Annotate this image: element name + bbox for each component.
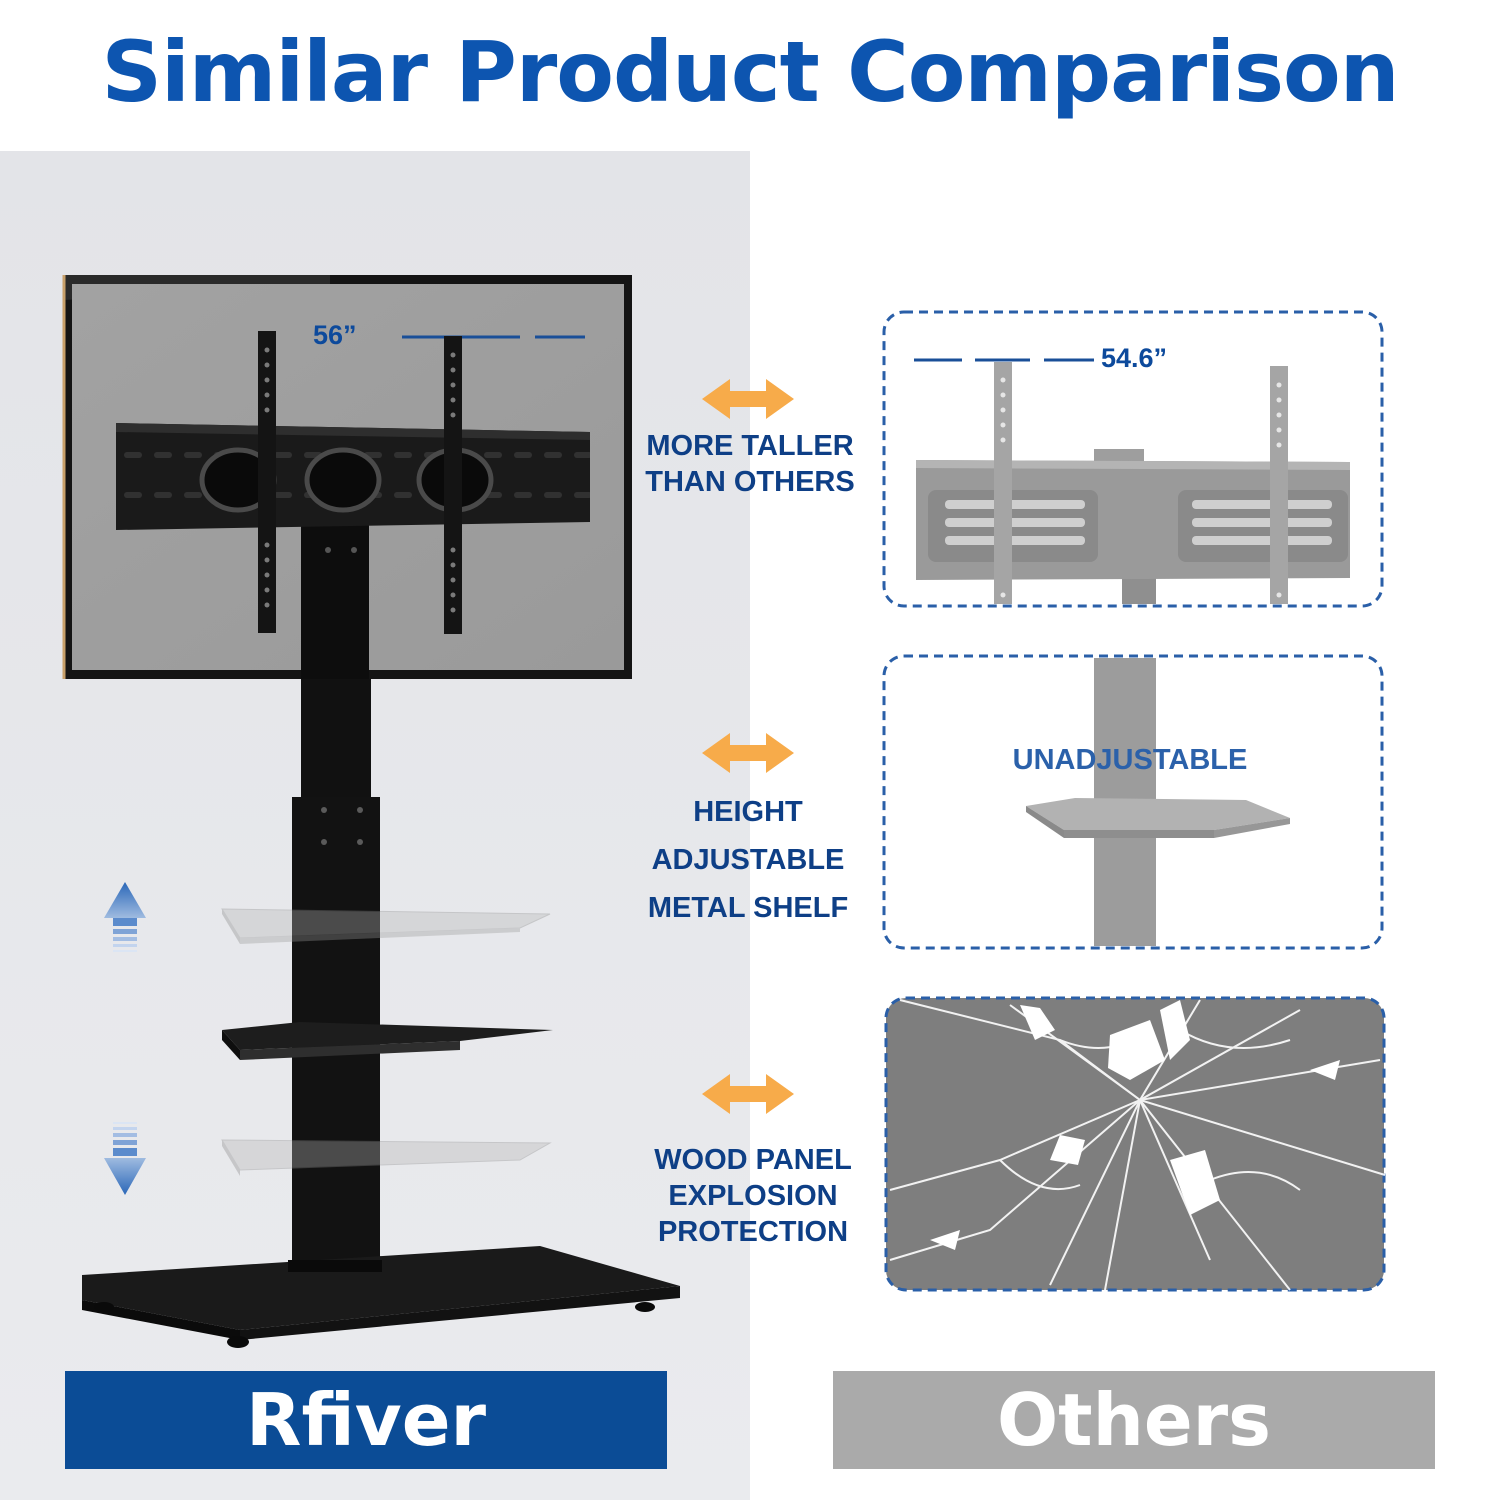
others-cracked-glass-box	[884, 996, 1386, 1292]
feature-explosion-protection: WOOD PANEL EXPLOSION PROTECTION	[623, 1142, 883, 1250]
feature-adjustable-line-2: ADJUSTABLE	[651, 844, 845, 876]
metal-shelf	[222, 1022, 553, 1060]
double-arrow-icon	[702, 733, 794, 773]
feature-adjustable-line-1: HEIGHT	[693, 796, 803, 828]
vertical-brackets	[258, 331, 462, 634]
rfiver-tv-stand	[62, 275, 680, 1348]
feature-protection-line-3: PROTECTION	[657, 1216, 849, 1248]
feature-protection-line-2: EXPLOSION	[668, 1180, 838, 1212]
down-arrow-icon	[104, 1122, 146, 1195]
stand-base	[82, 1246, 680, 1348]
feature-protection-line-1: WOOD PANEL	[654, 1144, 852, 1176]
page-title: Similar Product Comparison	[101, 23, 1400, 121]
ghost-shelf-upper	[221, 908, 551, 944]
tv-mount-plate	[116, 423, 590, 530]
feature-taller-line-1: MORE TALLER	[646, 430, 854, 462]
upper-column	[301, 520, 369, 680]
others-mount-box	[882, 310, 1384, 608]
ghost-shelf-lower	[221, 1139, 552, 1176]
feature-adjustable-shelf: HEIGHT ADJUSTABLE METAL SHELF	[618, 788, 878, 932]
dimension-label-others: 54.6”	[1101, 343, 1168, 373]
up-arrow-icon	[104, 882, 146, 952]
brand-bar-others: Others	[833, 1371, 1435, 1469]
others-shelf-box	[882, 654, 1384, 950]
brand-bar-rfiver: Rfiver	[65, 1371, 667, 1469]
unadjustable-label: UNADJUSTABLE	[1012, 744, 1248, 776]
feature-taller: MORE TALLER THAN OTHERS	[620, 428, 880, 500]
feature-adjustable-line-3: METAL SHELF	[647, 892, 849, 924]
column-top	[301, 679, 371, 799]
double-arrow-icon	[702, 379, 794, 419]
double-arrow-icon	[702, 1074, 794, 1114]
feature-taller-line-2: THAN OTHERS	[645, 466, 855, 498]
dimension-label-rfiver: 56”	[313, 320, 357, 350]
